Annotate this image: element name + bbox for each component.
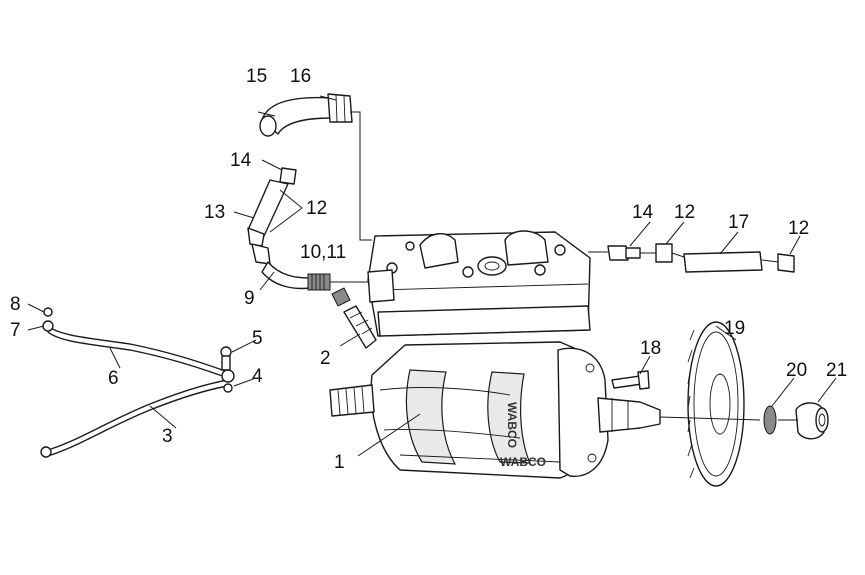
washer-20: [763, 405, 777, 435]
callout-3: 3: [162, 426, 173, 447]
callout-19: 19: [724, 318, 745, 339]
callout-7: 7: [10, 320, 21, 341]
callout-5: 5: [252, 328, 263, 349]
drive-gear-19: [687, 321, 745, 487]
delivery-hose: [261, 261, 368, 291]
callout-12-right: 12: [788, 218, 809, 239]
bolt-18: [611, 370, 650, 390]
angled-pipe-assembly: [247, 167, 297, 265]
callout-14-left: 14: [230, 150, 252, 171]
callout-18: 18: [640, 338, 661, 359]
callout-2: 2: [320, 348, 331, 369]
centerline-16: [350, 111, 372, 241]
pipe-line-3: [40, 379, 229, 458]
wabco-logo-text: WABCO: [505, 402, 519, 448]
shaft-centerline: [659, 416, 761, 421]
callout-20: 20: [786, 360, 807, 381]
valve-fitting: [331, 287, 377, 349]
callout-12-mid: 12: [674, 202, 695, 223]
callout-1: 1: [334, 452, 345, 473]
compressor-crankcase: WABCO WABCO: [329, 341, 661, 479]
callout-labels: 1 2 3 4 5 6 7 8 9 10,11 12 12 12 13 14 1…: [10, 66, 847, 473]
callout-6: 6: [108, 368, 119, 389]
callout-16: 16: [290, 66, 311, 87]
callout-10-11: 10,11: [300, 242, 346, 263]
hex-nut-16: [327, 93, 353, 123]
nut-21: [795, 402, 829, 440]
callout-17: 17: [728, 212, 749, 233]
wabco-logo-text-lower: WABCO: [500, 455, 546, 469]
elbow-hose: [259, 96, 333, 137]
callout-21: 21: [826, 360, 847, 381]
callout-12-left: 12: [306, 198, 327, 219]
pipe-line-6: [47, 325, 229, 379]
callout-14-right: 14: [632, 202, 654, 223]
fitting-7-8: [42, 307, 54, 332]
callout-13: 13: [204, 202, 225, 223]
callout-9: 9: [244, 288, 255, 309]
callout-15: 15: [246, 66, 267, 87]
callout-4: 4: [252, 366, 263, 387]
right-pipe-assembly: [588, 243, 795, 273]
callout-8: 8: [10, 294, 21, 315]
callout-leaders: [27, 95, 837, 457]
fitting-4-5: [220, 346, 235, 393]
cylinder-head: [367, 230, 591, 337]
